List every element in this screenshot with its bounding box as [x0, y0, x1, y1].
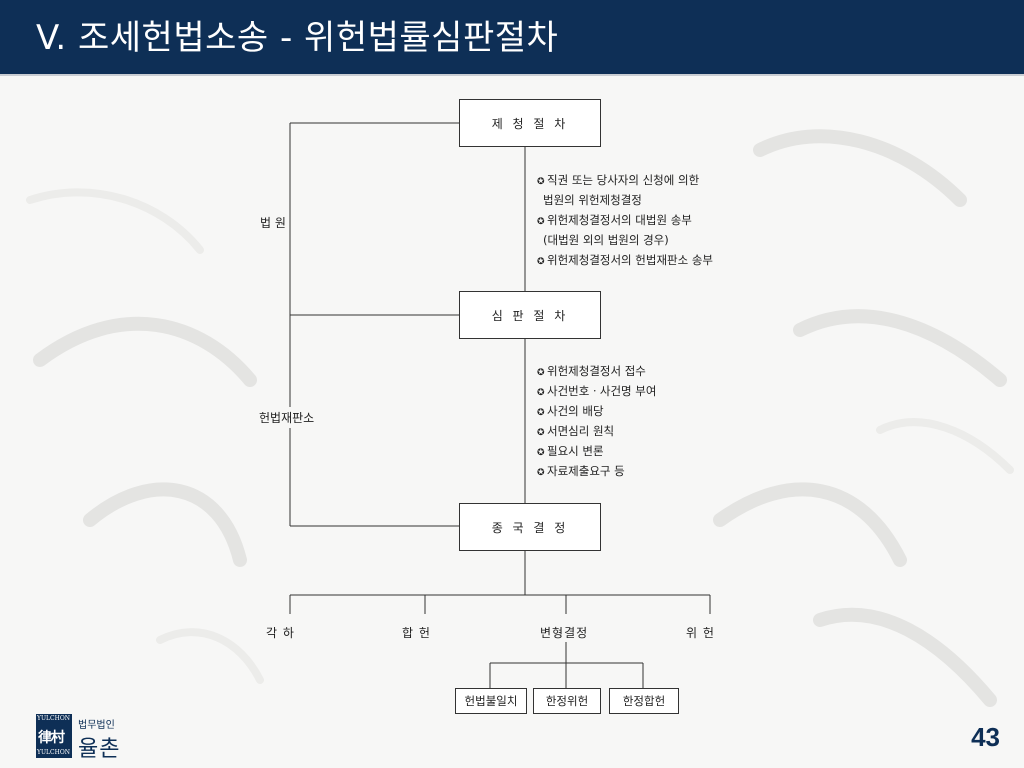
- slide-header: V. 조세헌법소송 - 위헌법률심판절차: [0, 0, 1024, 74]
- note-item: ✪자료제출요구 등: [537, 464, 625, 478]
- side-label-constitutional-court: 헌법재판소: [257, 407, 317, 428]
- outcome-constitutional: 합 헌: [402, 626, 431, 640]
- note-item: ✪필요시 변론: [537, 444, 604, 458]
- variant-label: 헌법불일치: [464, 694, 518, 708]
- variant-box-limited-constitutional: 한정합헌: [609, 688, 679, 714]
- firm-logo: YULCHON 律村 YULCHON 법무법인 율촌: [36, 714, 136, 762]
- stage-request-label: 제 청 절 차: [491, 116, 569, 131]
- note-item: ✪사건번호ㆍ사건명 부여: [537, 384, 657, 398]
- variant-label: 한정위헌: [545, 694, 589, 708]
- stage-decision-label: 종 국 결 정: [491, 520, 569, 535]
- outcome-modified-decision: 변형결정: [540, 626, 589, 640]
- stage-decision-box: 종 국 결 정: [459, 503, 601, 551]
- note-item: ✪위헌제청결정서 접수: [537, 364, 646, 378]
- logo-name: 율촌: [78, 737, 121, 762]
- note-item: ✪위헌제청결정서의 대법원 송부: [537, 213, 692, 227]
- stage-review-label: 심 판 절 차: [491, 308, 569, 323]
- note-item: ✪직권 또는 당사자의 신청에 의한: [537, 173, 700, 187]
- note-item: ✪서면심리 원칙: [537, 424, 615, 438]
- slide-title: V. 조세헌법소송 - 위헌법률심판절차: [36, 18, 559, 58]
- review-notes: ✪위헌제청결정서 접수 ✪사건번호ㆍ사건명 부여 ✪사건의 배당 ✪서면심리 원…: [537, 361, 656, 481]
- note-item: (대법원 외의 법원의 경우): [543, 233, 669, 247]
- logo-mark: YULCHON 律村 YULCHON: [36, 714, 72, 758]
- outcome-unconstitutional: 위 헌: [686, 626, 715, 640]
- side-label-court: 법 원: [258, 212, 288, 233]
- header-divider: [0, 74, 1024, 76]
- note-item: ✪사건의 배당: [537, 404, 604, 418]
- note-item: ✪위헌제청결정서의 헌법재판소 송부: [537, 253, 714, 267]
- stage-request-box: 제 청 절 차: [459, 99, 601, 147]
- variant-box-nonconformity: 헌법불일치: [455, 688, 527, 714]
- request-notes: ✪직권 또는 당사자의 신청에 의한 법원의 위헌제청결정 ✪위헌제청결정서의 …: [537, 170, 713, 270]
- note-item: 법원의 위헌제청결정: [543, 193, 642, 207]
- stage-review-box: 심 판 절 차: [459, 291, 601, 339]
- outcome-dismissal: 각 하: [266, 626, 295, 640]
- variant-label: 한정합헌: [622, 694, 666, 708]
- page-number: 43: [971, 722, 1000, 752]
- variant-box-limited-unconstitutional: 한정위헌: [533, 688, 601, 714]
- logo-subtitle: 법무법인: [78, 720, 115, 731]
